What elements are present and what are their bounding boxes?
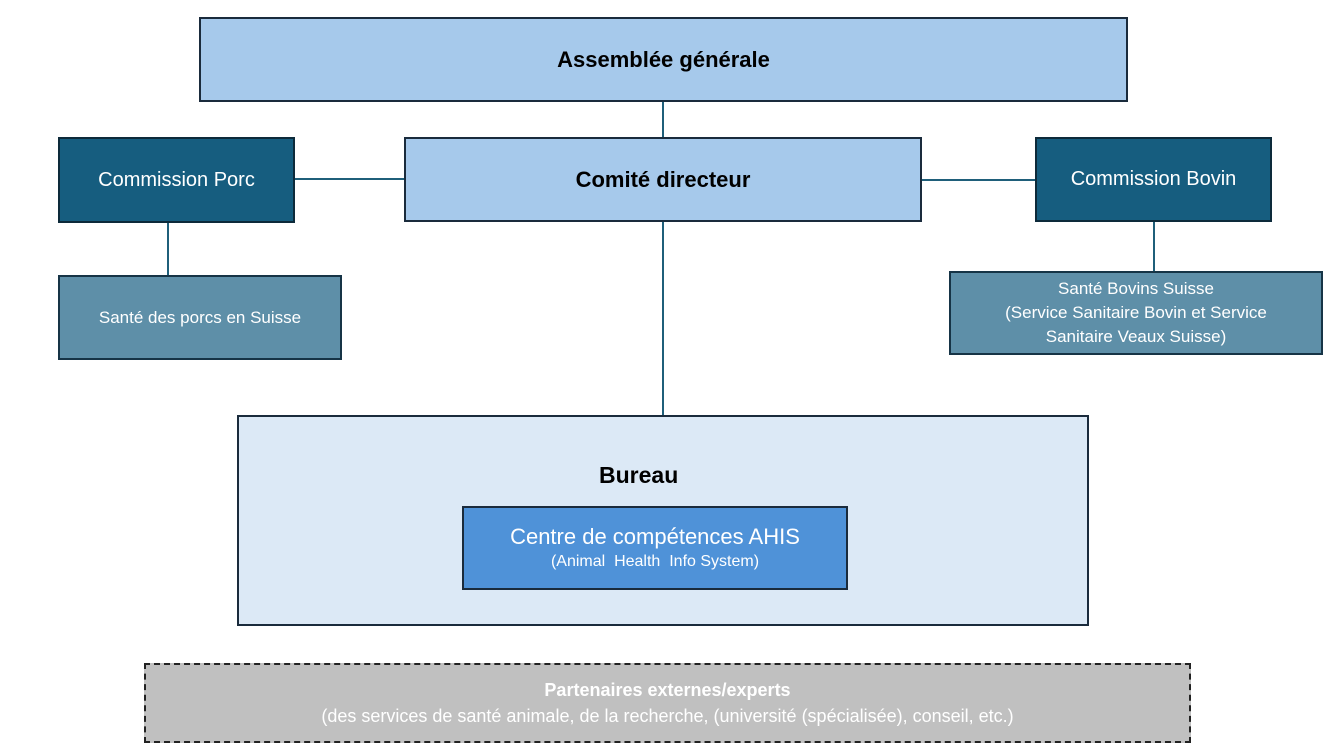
node-ahis-title: Centre de compétences AHIS bbox=[510, 524, 800, 549]
node-sante-bovins-line3: Sanitaire Veaux Suisse) bbox=[1045, 327, 1227, 346]
connector-bovin-sante bbox=[1153, 221, 1155, 272]
connector-assemblee-comite bbox=[662, 101, 664, 138]
node-sante-bovins-line2: (Service Sanitaire Bovin et Service bbox=[1005, 303, 1267, 322]
connector-porc-sante bbox=[167, 222, 169, 276]
node-partenaires-title: Partenaires externes/experts bbox=[544, 680, 791, 700]
node-comite-label: Comité directeur bbox=[575, 166, 751, 192]
node-sante-porcs-label: Santé des porcs en Suisse bbox=[98, 307, 302, 327]
node-commission-bovin-label: Commission Bovin bbox=[1070, 168, 1237, 190]
node-partenaires: Partenaires externes/experts (des servic… bbox=[144, 663, 1191, 743]
node-sante-bovins-line1: Santé Bovins Suisse bbox=[1058, 279, 1214, 298]
node-partenaires-subtitle: (des services de santé animale, de la re… bbox=[321, 706, 1014, 726]
node-ahis: Centre de compétences AHIS (Animal Healt… bbox=[462, 506, 848, 590]
node-sante-porcs: Santé des porcs en Suisse bbox=[58, 275, 342, 360]
node-commission-porc: Commission Porc bbox=[58, 137, 295, 223]
connector-porc-comite bbox=[295, 178, 405, 180]
node-commission-porc-label: Commission Porc bbox=[98, 168, 255, 191]
node-assemblee-generale: Assemblée générale bbox=[199, 17, 1128, 102]
node-commission-bovin: Commission Bovin bbox=[1035, 137, 1272, 222]
node-assemblee-label: Assemblée générale bbox=[557, 46, 770, 72]
node-sante-bovins: Santé Bovins Suisse (Service Sanitaire B… bbox=[949, 271, 1323, 355]
connector-comite-bureau bbox=[662, 221, 664, 416]
node-comite-directeur: Comité directeur bbox=[404, 137, 922, 222]
node-bureau-label: Bureau bbox=[599, 462, 679, 488]
node-ahis-subtitle: (Animal Health Info System) bbox=[550, 553, 760, 570]
connector-comite-bovin bbox=[921, 179, 1036, 181]
